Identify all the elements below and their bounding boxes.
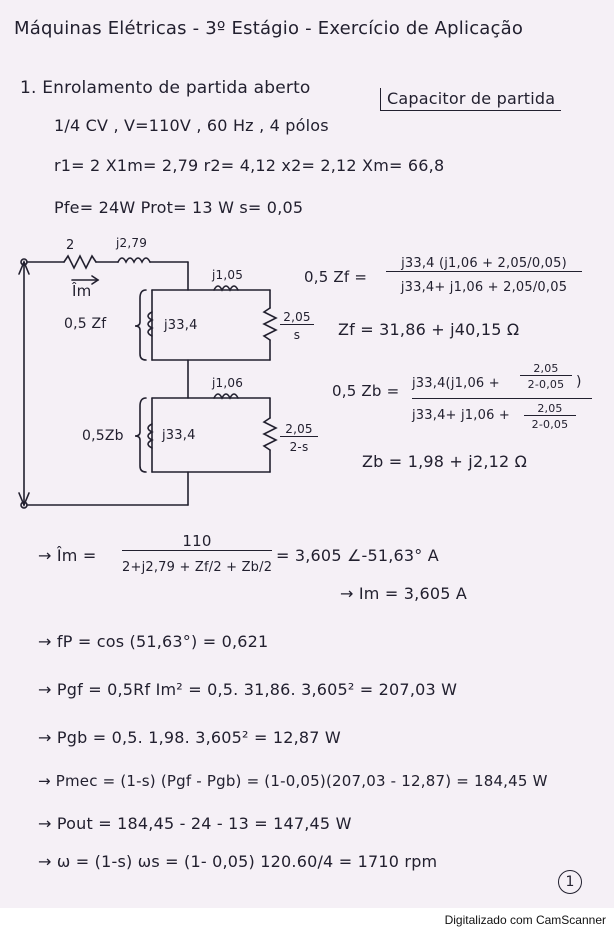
winding-parameters: r1= 2 X1m= 2,79 r2= 4,12 x2= 2,12 Xm= 66… [54,156,445,175]
current-equation-lhs: → Îm = [38,546,97,565]
zf-result: Zf = 31,86 + j40,15 Ω [338,320,520,339]
capacitor-label-box: Capacitor de partida [380,88,562,111]
zb-denominator-fraction-top: 2,05 [524,402,576,416]
zb-brace-label: 0,5Zb [82,428,124,444]
current-equation-numerator: 110 [122,532,272,551]
r2-forward-numerator: 2,05 [280,310,314,325]
r2-forward-denominator: s [293,328,301,342]
zb-numerator-fraction-bottom: 2-0,05 [527,378,565,391]
zf-brace-label: 0,5 Zf [64,316,107,332]
zb-equation-lhs: 0,5 Zb = [332,382,400,400]
page-number: 1 [558,870,582,894]
zb-denominator-fraction-bottom: 2-0,05 [531,418,569,431]
jxm-forward-label: j33,4 [164,318,198,333]
jx2-backward-label: j1,06 [212,376,244,390]
step-forward-airgap-power: → Pgf = 0,5Rf Im² = 0,5. 31,86. 3,605² =… [38,680,458,699]
scanned-page: Máquinas Elétricas - 3º Estágio - Exercí… [0,0,614,908]
r2-backward-numerator: 2,05 [280,422,318,437]
current-phasor-result: = 3,605 ∠-51,63° A [276,546,439,565]
x1-label: j2,79 [116,236,148,250]
current-label: Îm [72,282,92,300]
section-heading: 1. Enrolamento de partida aberto [20,78,311,98]
motor-parameters: 1/4 CV , V=110V , 60 Hz , 4 pólos [54,116,329,135]
zf-equation-numerator: j33,4 (j1,06 + 2,05/0,05) [386,256,582,272]
r1-label: 2 [66,238,75,253]
step-power-factor: → fP = cos (51,63°) = 0,621 [38,632,269,651]
zb-denominator-group: j33,4+ j1,06 + 2,05 2-0,05 [412,402,592,440]
zb-denominator-text: j33,4+ j1,06 + [412,408,510,423]
zb-numerator-text: j33,4(j1,06 + [412,376,500,391]
step-output-power: → Pout = 184,45 - 24 - 13 = 147,45 W [38,814,352,833]
zb-numerator-group: j33,4(j1,06 + 2,05 2-0,05 ) [412,362,592,399]
r2-backward-denominator: 2-s [289,440,309,454]
zf-equation-lhs: 0,5 Zf = [304,268,368,286]
equivalent-circuit-diagram [18,254,278,509]
zb-numerator-paren: ) [576,374,582,390]
step-speed: → ω = (1-s) ωs = (1- 0,05) 120.60/4 = 17… [38,852,438,871]
current-equation-denominator: 2+j2,79 + Zf/2 + Zb/2 [122,560,273,575]
zb-numerator-fraction-top: 2,05 [520,362,572,376]
jxm-backward-label: j33,4 [162,428,196,443]
step-mechanical-power: → Pmec = (1-s) (Pgf - Pgb) = (1-0,05)(20… [38,772,548,790]
step-backward-airgap-power: → Pgb = 0,5. 1,98. 3,605² = 12,87 W [38,728,341,747]
current-magnitude-result: → Im = 3,605 A [340,584,468,603]
loss-parameters: Pfe= 24W Prot= 13 W s= 0,05 [54,198,304,217]
zb-result: Zb = 1,98 + j2,12 Ω [362,452,528,471]
jx2-forward-label: j1,05 [212,268,244,282]
scanner-footer: Digitalizado com CamScanner [444,913,606,927]
page-title: Máquinas Elétricas - 3º Estágio - Exercí… [14,18,524,39]
zf-equation-denominator: j33,4+ j1,06 + 2,05/0,05 [400,280,568,295]
